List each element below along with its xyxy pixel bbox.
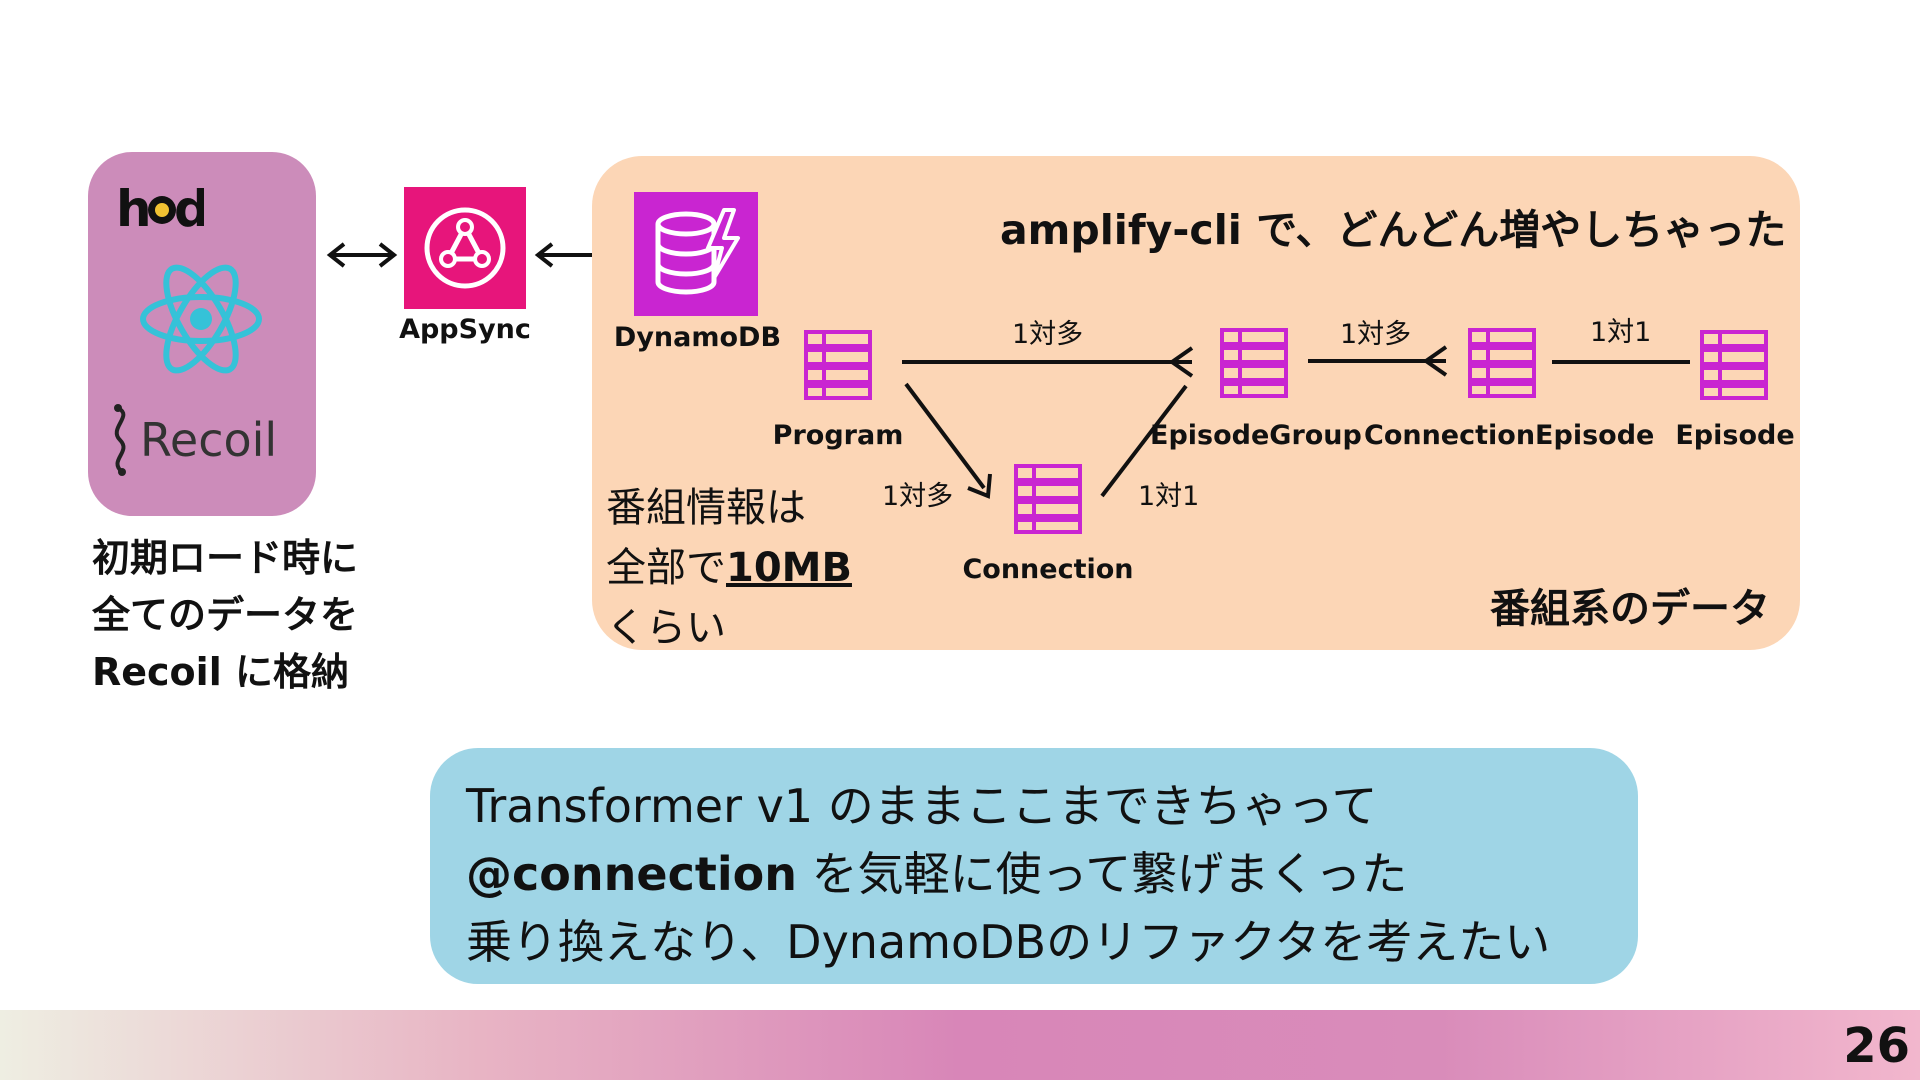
note-line: @connection を気軽に使って繋げまくった bbox=[466, 840, 1626, 908]
table-label-program: Program bbox=[772, 420, 904, 451]
size-note-line: 番組情報は bbox=[606, 485, 806, 531]
relation-label: 1対多 bbox=[882, 481, 954, 512]
size-note-emphasis: 10MB bbox=[726, 545, 852, 591]
size-note-line: くらい bbox=[606, 605, 726, 651]
svg-text:d: d bbox=[174, 180, 204, 236]
crowfoot-icon bbox=[967, 473, 992, 499]
table-icon bbox=[1220, 328, 1288, 398]
dynamodb-label: DynamoDB bbox=[613, 322, 782, 353]
recoil-logo-icon: Recoil bbox=[114, 404, 277, 476]
relation-label: 1対1 bbox=[1138, 481, 1200, 512]
appsync-label: AppSync bbox=[399, 314, 531, 345]
data-panel bbox=[592, 156, 1800, 650]
relation-line-connection-episodegroup bbox=[1100, 384, 1188, 498]
dynamodb-icon bbox=[634, 192, 758, 316]
crowfoot-icon bbox=[1422, 345, 1448, 377]
table-icon bbox=[1700, 330, 1768, 400]
size-note-line: 全部で10MB bbox=[606, 538, 906, 598]
page-number: 26 bbox=[1843, 1018, 1910, 1074]
table-label-connection: Connection bbox=[962, 554, 1134, 585]
hod-logo-icon: h d bbox=[116, 180, 204, 236]
relation-label: 1対多 bbox=[1012, 319, 1084, 350]
note-code: @connection bbox=[466, 847, 797, 901]
panel-bottom-label: 番組系のデータ bbox=[1490, 586, 1770, 632]
table-icon bbox=[1468, 328, 1536, 398]
note-line: Transformer v1 のままここまできちゃって bbox=[466, 779, 1378, 833]
note-line: 乗り換えなり、DynamoDBのリファクタを考えたい bbox=[466, 915, 1551, 969]
react-icon bbox=[140, 264, 262, 374]
recoil-logo-text: Recoil bbox=[140, 413, 277, 467]
table-label-episode: Episode bbox=[1675, 420, 1795, 451]
footer-bar bbox=[0, 1010, 1920, 1080]
table-label-episodegroup: EpisodeGroup bbox=[1150, 420, 1362, 451]
client-caption-line: Recoil に格納 bbox=[92, 650, 349, 694]
client-caption-line: 初期ロード時に bbox=[92, 536, 359, 580]
size-note: 番組情報は 全部で10MB くらい bbox=[606, 478, 906, 658]
relation-line-program-connection bbox=[904, 382, 986, 490]
relation-label: 1対1 bbox=[1590, 317, 1652, 348]
table-label-connectionepisode: ConnectionEpisode bbox=[1364, 420, 1655, 451]
size-note-prefix: 全部で bbox=[606, 545, 726, 591]
panel-title: amplify-cli で、どんどん増やしちゃった bbox=[1000, 206, 1787, 254]
client-appsync-arrow bbox=[326, 242, 398, 268]
table-icon bbox=[804, 330, 872, 400]
client-stack-box: h d Recoil bbox=[88, 152, 316, 516]
svg-text:h: h bbox=[116, 180, 152, 236]
client-caption: 初期ロード時に 全てのデータを Recoil に格納 bbox=[92, 530, 412, 701]
note-line-rest: を気軽に使って繋げまくった bbox=[796, 847, 1408, 901]
client-caption-line: 全てのデータを bbox=[92, 593, 359, 637]
note-box bbox=[430, 748, 1638, 984]
note-text: Transformer v1 のままここまできちゃって @connection … bbox=[466, 772, 1626, 976]
table-icon bbox=[1014, 464, 1082, 534]
crowfoot-icon bbox=[1168, 346, 1194, 378]
appsync-icon bbox=[404, 187, 526, 309]
relation-label: 1対多 bbox=[1340, 319, 1412, 350]
